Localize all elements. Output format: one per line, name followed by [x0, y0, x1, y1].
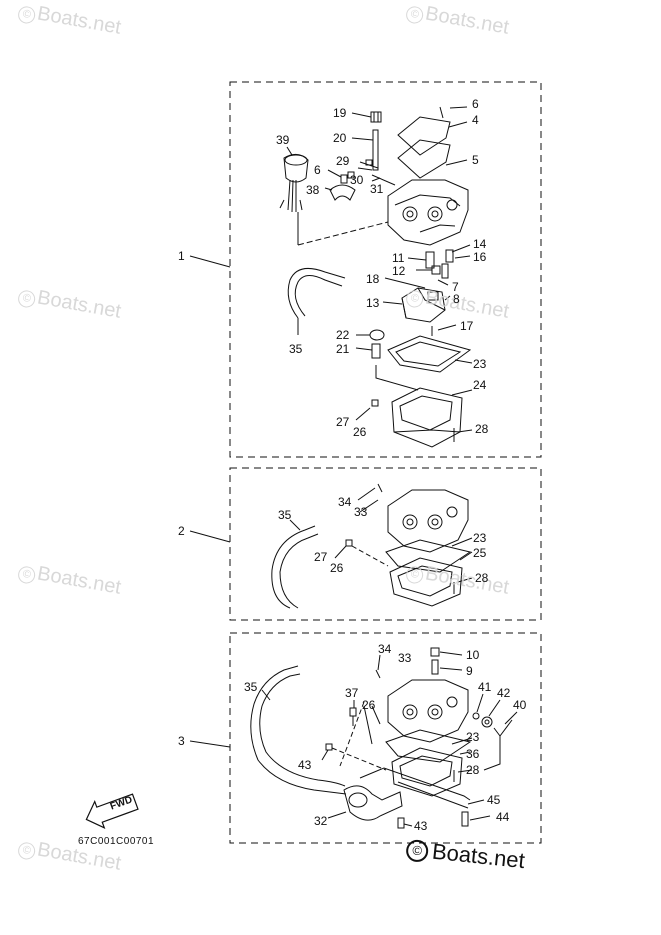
part-label: 35	[244, 680, 258, 694]
part-label: 31	[370, 182, 384, 196]
part-label: 24	[473, 378, 487, 392]
gasket-23	[387, 335, 472, 373]
part-label: 37	[345, 686, 359, 700]
float-bowl-36	[391, 747, 463, 797]
part-label: 45	[487, 793, 501, 807]
part-label: 17	[460, 319, 474, 333]
part-label: 28	[475, 571, 489, 585]
part-label: 22	[336, 328, 350, 342]
part-label: 4	[472, 113, 479, 127]
part-label: 44	[496, 810, 510, 824]
part-label: 41	[478, 680, 492, 694]
part-label: 13	[366, 296, 380, 310]
part-label: 11	[392, 251, 405, 265]
group-1-box	[229, 81, 542, 458]
bracket-32	[343, 785, 403, 821]
part-label: 33	[398, 651, 412, 665]
link-rod-40	[483, 719, 513, 771]
gasket-23b	[385, 539, 472, 573]
part-label: 26	[330, 561, 344, 575]
part-label: 8	[453, 292, 460, 306]
part-label: 30	[350, 173, 364, 187]
solenoid-39	[283, 154, 309, 183]
part-label: 7	[452, 280, 459, 294]
plug-19	[370, 111, 382, 123]
part-label: 27	[336, 415, 350, 429]
part-label: 18	[366, 272, 380, 286]
diagram-code: 67C001C00701	[78, 836, 155, 847]
part-label: 10	[466, 648, 480, 662]
group-2-box	[229, 467, 542, 621]
part-label: 28	[466, 763, 480, 777]
part-label: 5	[472, 153, 479, 167]
part-label: 6	[314, 163, 321, 177]
float-bowl-25	[389, 557, 463, 607]
part-label: 23	[473, 357, 487, 371]
part-label: 9	[466, 664, 473, 678]
cover-gasket	[397, 139, 451, 179]
part-label: 34	[338, 495, 352, 509]
part-label: 32	[314, 814, 328, 828]
part-label: 20	[333, 131, 347, 145]
pin-20	[372, 129, 379, 171]
part-label: 14	[473, 237, 487, 251]
part-label: 21	[336, 342, 350, 356]
part-label: 40	[513, 698, 527, 712]
cover-plate	[397, 116, 451, 156]
part-label: 43	[298, 758, 312, 772]
part-label: 23	[466, 730, 480, 744]
carb-body-3	[387, 679, 469, 743]
part-label: 19	[333, 106, 347, 120]
part-label: 16	[473, 250, 487, 264]
part-label: 36	[466, 747, 480, 761]
part-label: 25	[473, 546, 487, 560]
part-label: 26	[362, 698, 376, 712]
fuel-hose-35b	[271, 525, 319, 609]
part-label: 12	[392, 264, 406, 278]
fuel-hose-35	[287, 267, 346, 319]
carb-body-2	[387, 489, 469, 553]
group-label: 1	[178, 249, 185, 263]
fwd-arrow-icon	[85, 793, 139, 829]
group-label: 2	[178, 524, 185, 538]
part-label: 33	[354, 505, 368, 519]
part-label: 39	[276, 133, 290, 147]
group-label: 3	[178, 734, 185, 748]
bracket-38	[329, 184, 356, 201]
part-label: 29	[336, 154, 350, 168]
fuel-hose-35c	[250, 665, 347, 795]
part-label: 6	[472, 97, 479, 111]
part-label: 23	[473, 531, 487, 545]
part-label: 34	[378, 642, 392, 656]
part-label: 28	[475, 422, 489, 436]
part-label: 43	[414, 819, 428, 833]
part-label: 27	[314, 550, 328, 564]
part-label: 26	[353, 425, 367, 439]
part-label: 35	[289, 342, 303, 356]
part-label: 38	[306, 183, 320, 197]
group-3-box	[229, 632, 542, 844]
part-label: 42	[497, 686, 511, 700]
carb-body-1	[387, 179, 469, 246]
gasket-23c	[385, 729, 472, 763]
part-label: 35	[278, 508, 292, 522]
